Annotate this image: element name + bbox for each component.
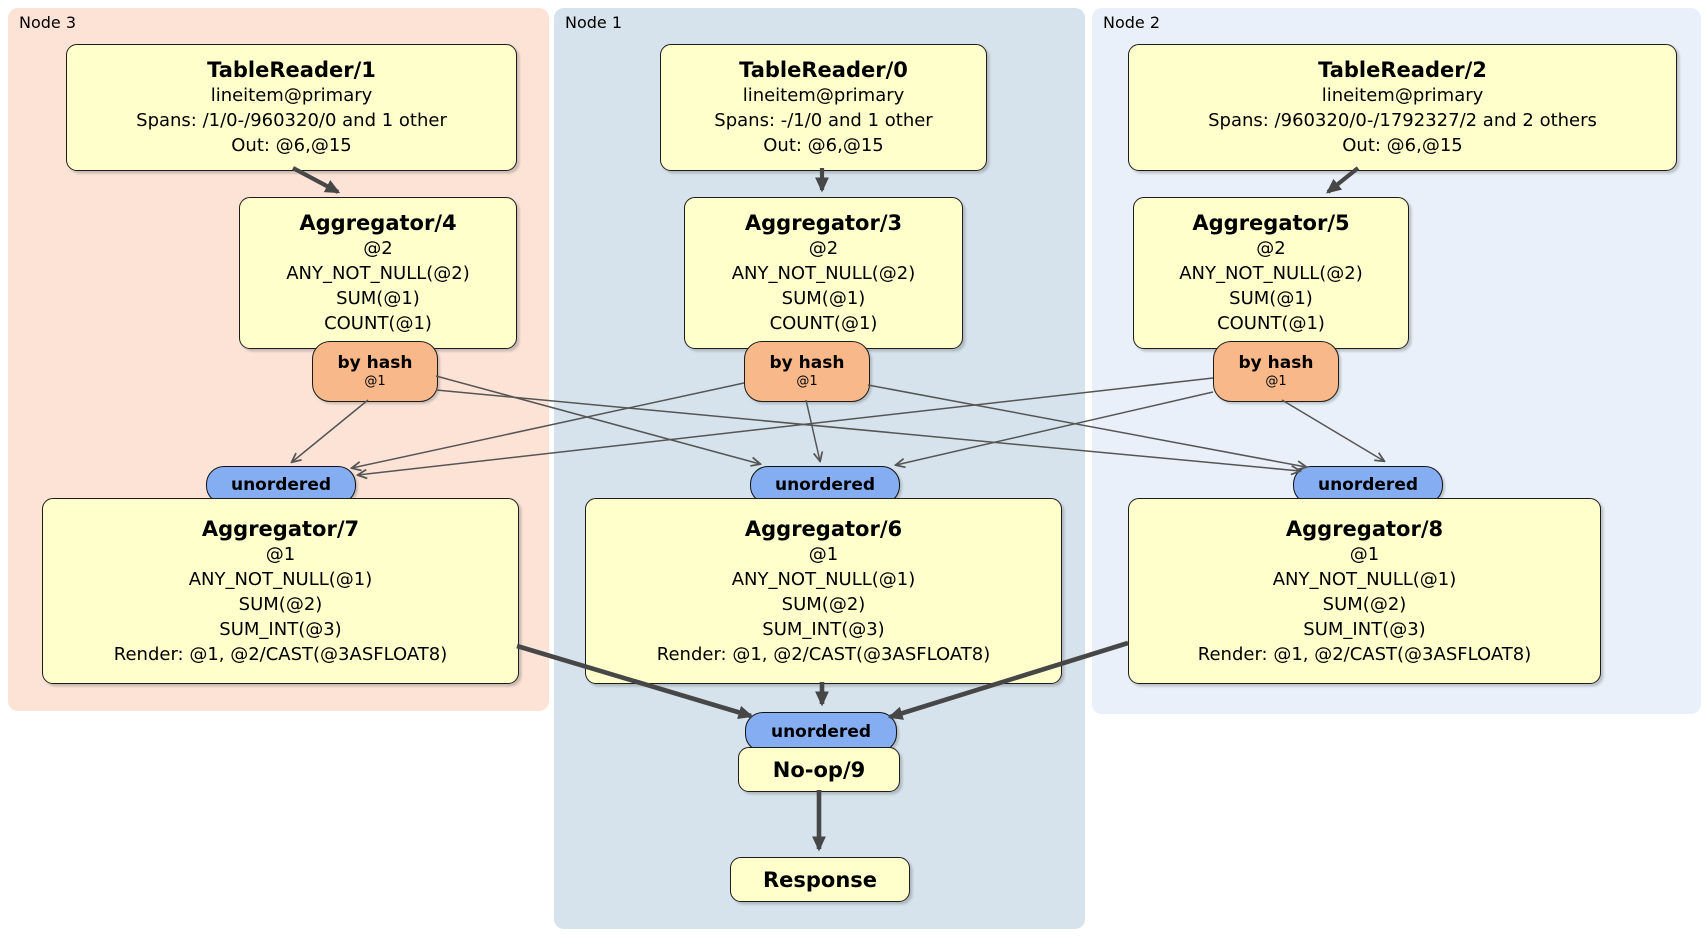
processor-detail: @1 [808,543,839,565]
processor-detail: lineitem@primary [742,85,905,106]
processor-detail: Out: @6,@15 [231,135,352,156]
processor-detail: SUM_INT(@3) [1303,618,1426,640]
processor-detail: SUM(@2) [238,593,323,615]
sync-unordered-final: unordered [745,712,897,752]
processor-title: Aggregator/6 [744,516,903,541]
processor-title: No-op/9 [772,757,866,782]
processor-aggregator-6: Aggregator/6 @1 ANY_NOT_NULL(@1) SUM(@2)… [585,498,1062,684]
processor-detail: Spans: /960320/0-/1792327/2 and 2 others [1208,110,1597,131]
processor-detail: ANY_NOT_NULL(@1) [731,568,916,590]
processor-detail: ANY_NOT_NULL(@1) [1272,568,1457,590]
processor-detail: ANY_NOT_NULL(@2) [286,263,470,284]
processor-tablereader-2: TableReader/2 lineitem@primary Spans: /9… [1128,44,1677,171]
processor-detail: @2 [363,238,393,259]
processor-title: Aggregator/8 [1285,516,1444,541]
processor-detail: SUM(@2) [781,593,866,615]
processor-title: Response [762,867,878,892]
processor-detail: Render: @1, @2/CAST(@3ASFLOAT8) [656,643,991,665]
processor-detail: Spans: /1/0-/960320/0 and 1 other [136,110,447,131]
router-detail: @1 [1265,374,1287,389]
processor-title: Aggregator/4 [299,211,457,235]
router-label: by hash [337,353,413,373]
processor-detail: ANY_NOT_NULL(@1) [188,568,373,590]
processor-detail: ANY_NOT_NULL(@2) [731,263,916,284]
processor-detail: @1 [1349,543,1380,565]
node-group-3-label: Node 3 [19,13,77,32]
processor-detail: lineitem@primary [210,85,373,106]
processor-detail: SUM_INT(@3) [219,618,342,640]
processor-detail: SUM(@2) [1322,593,1407,615]
processor-detail: lineitem@primary [1321,85,1484,106]
processor-title: Aggregator/3 [744,211,903,235]
router-detail: @1 [796,374,818,389]
node-group-2-label: Node 2 [1103,13,1161,32]
router-by-hash-right: by hash @1 [1213,341,1339,402]
processor-tablereader-0: TableReader/0 lineitem@primary Spans: -/… [660,44,987,171]
processor-detail: Out: @6,@15 [763,135,884,156]
processor-aggregator-5: Aggregator/5 @2 ANY_NOT_NULL(@2) SUM(@1)… [1133,197,1409,349]
processor-detail: COUNT(@1) [324,313,432,334]
processor-detail: COUNT(@1) [1217,313,1325,334]
processor-detail: SUM(@1) [336,288,420,309]
processor-title: TableReader/2 [1318,58,1487,82]
router-by-hash-left: by hash @1 [312,341,438,402]
processor-aggregator-7: Aggregator/7 @1 ANY_NOT_NULL(@1) SUM(@2)… [42,498,519,684]
processor-detail: ANY_NOT_NULL(@2) [1179,263,1363,284]
processor-tablereader-1: TableReader/1 lineitem@primary Spans: /1… [66,44,517,171]
processor-detail: SUM(@1) [1229,288,1313,309]
node-group-1-label: Node 1 [565,13,623,32]
processor-detail: @2 [808,238,839,259]
processor-detail: Render: @1, @2/CAST(@3ASFLOAT8) [1197,643,1532,665]
processor-noop: No-op/9 [738,747,900,792]
processor-aggregator-3: Aggregator/3 @2 ANY_NOT_NULL(@2) SUM(@1)… [684,197,963,349]
processor-detail: @2 [1256,238,1286,259]
processor-title: Aggregator/7 [201,516,360,541]
processor-detail: COUNT(@1) [769,313,878,334]
processor-detail: Render: @1, @2/CAST(@3ASFLOAT8) [113,643,448,665]
processor-response: Response [730,857,910,902]
processor-title: Aggregator/5 [1192,211,1350,235]
processor-aggregator-8: Aggregator/8 @1 ANY_NOT_NULL(@1) SUM(@2)… [1128,498,1601,684]
processor-title: TableReader/0 [739,58,908,82]
processor-title: TableReader/1 [207,58,376,82]
processor-detail: @1 [265,543,296,565]
router-label: by hash [769,353,845,373]
sync-unordered-left: unordered [206,466,356,504]
router-detail: @1 [364,374,386,389]
router-label: by hash [1238,353,1314,373]
router-by-hash-middle: by hash @1 [744,341,870,402]
processor-detail: Out: @6,@15 [1342,135,1463,156]
processor-aggregator-4: Aggregator/4 @2 ANY_NOT_NULL(@2) SUM(@1)… [239,197,517,349]
processor-detail: Spans: -/1/0 and 1 other [714,110,933,131]
processor-detail: SUM_INT(@3) [762,618,885,640]
sync-unordered-right: unordered [1293,466,1443,504]
processor-detail: SUM(@1) [781,288,866,309]
